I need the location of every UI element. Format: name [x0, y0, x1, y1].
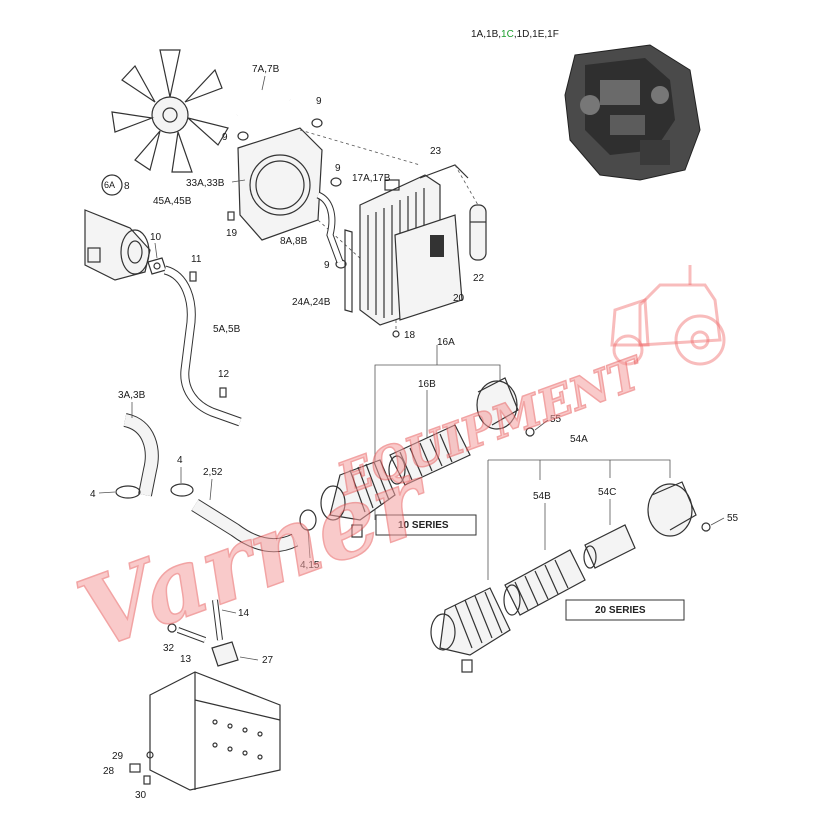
callout-6[interactable]: 8	[124, 181, 130, 192]
callout-16b[interactable]: 16B	[418, 379, 436, 390]
svg-text:EQUIPMENT: EQUIPMENT	[329, 347, 651, 506]
callout-415[interactable]: 4,15	[300, 560, 320, 571]
bolt[interactable]	[392, 330, 400, 338]
air-cleaner-cap-10[interactable]	[476, 377, 519, 430]
bolt[interactable]	[146, 751, 154, 759]
radiator-seal[interactable]	[344, 229, 353, 313]
muffler[interactable]	[84, 209, 151, 281]
nut[interactable]	[525, 427, 535, 437]
callout-28[interactable]: 28	[103, 766, 115, 777]
callout-20[interactable]: 20	[453, 293, 465, 304]
callout-54b[interactable]: 54B	[533, 491, 551, 502]
callout-11[interactable]: 11	[191, 254, 202, 265]
callout-23[interactable]: 23	[430, 146, 442, 157]
callout-7[interactable]: 7A,7B	[252, 64, 280, 75]
callout-45[interactable]: 45A,45B	[153, 196, 192, 207]
bolt[interactable]	[219, 387, 227, 398]
callout-9b[interactable]: 9	[316, 96, 322, 107]
nut[interactable]	[701, 522, 711, 532]
mounting-frame[interactable]	[149, 671, 281, 791]
callout-17[interactable]: 17A,17B	[352, 173, 391, 184]
bolt[interactable]	[189, 271, 197, 282]
hose-clamp[interactable]	[237, 131, 249, 141]
callout-badge-6a[interactable]: 6A	[101, 174, 123, 196]
callout-30[interactable]: 30	[135, 790, 147, 801]
callout-54c[interactable]: 54C	[598, 487, 616, 498]
air-cleaner-cap-20[interactable]	[647, 481, 697, 537]
engine-assembly-image[interactable]	[564, 44, 701, 181]
callout-19[interactable]: 19	[226, 228, 238, 239]
hose-clamp[interactable]	[115, 485, 141, 499]
fan-shroud[interactable]	[237, 127, 323, 241]
hose-clamp[interactable]	[330, 177, 342, 187]
callout-32[interactable]: 32	[163, 643, 175, 654]
clamp[interactable]	[167, 623, 177, 633]
callout-55a[interactable]: 55	[550, 414, 562, 425]
callout-3[interactable]: 3A,3B	[118, 390, 146, 401]
gasket[interactable]	[147, 257, 167, 275]
callout-10[interactable]: 10	[150, 232, 162, 243]
air-cleaner-housing-20[interactable]	[430, 587, 511, 673]
svg-text:6A: 6A	[104, 180, 115, 190]
callout-4a[interactable]: 4	[90, 489, 96, 500]
radiator-screen[interactable]	[394, 214, 463, 321]
inner-filter-element-20[interactable]	[583, 524, 636, 569]
callout-12[interactable]: 12	[218, 369, 230, 380]
callout-13[interactable]: 13	[180, 654, 192, 665]
recovery-tank[interactable]	[469, 204, 487, 261]
air-cleaner-housing-10[interactable]	[320, 459, 396, 538]
callout-14[interactable]: 14	[238, 608, 250, 619]
callout-54a[interactable]: 54A	[570, 434, 588, 445]
callout-33[interactable]: 33A,33B	[186, 178, 225, 189]
bolt[interactable]	[143, 775, 151, 785]
callout-9c[interactable]: 9	[335, 163, 341, 174]
air-filter-element-20[interactable]	[503, 549, 586, 616]
engine-callout[interactable]: 1A,1B,1C,1D,1E,1F	[471, 29, 559, 40]
watermark: Varner EQUIPMENT	[63, 346, 652, 672]
bolt[interactable]	[227, 211, 235, 221]
series-10-label: 10 SERIES	[375, 514, 477, 536]
hose-clamp[interactable]	[170, 483, 194, 497]
callout-55b[interactable]: 55	[727, 513, 739, 524]
callout-18[interactable]: 18	[404, 330, 416, 341]
series-20-label: 20 SERIES	[565, 599, 685, 621]
callout-9a[interactable]: 9	[222, 132, 228, 143]
cooling-fan[interactable]	[111, 49, 229, 173]
exhaust-pipe[interactable]	[163, 265, 242, 427]
callout-4b[interactable]: 4	[177, 455, 183, 466]
callout-22[interactable]: 22	[473, 273, 485, 284]
callout-9d[interactable]: 9	[324, 260, 330, 271]
svg-text:20 SERIES: 20 SERIES	[595, 605, 646, 616]
callout-8[interactable]: 8A,8B	[280, 236, 308, 247]
tee-fitting[interactable]	[211, 641, 239, 667]
callout-5[interactable]: 5A,5B	[213, 324, 241, 335]
callout-16a[interactable]: 16A	[437, 337, 455, 348]
callout-24[interactable]: 24A,24B	[292, 297, 331, 308]
hose-clamp[interactable]	[311, 118, 323, 128]
bracket[interactable]	[129, 763, 141, 773]
callout-252[interactable]: 2,52	[203, 467, 223, 478]
svg-text:10 SERIES: 10 SERIES	[398, 520, 449, 531]
watermark-tractor-icon	[610, 265, 726, 366]
callout-27[interactable]: 27	[262, 655, 274, 666]
air-filter-element-10[interactable]	[388, 424, 471, 486]
callout-29[interactable]: 29	[112, 751, 124, 762]
